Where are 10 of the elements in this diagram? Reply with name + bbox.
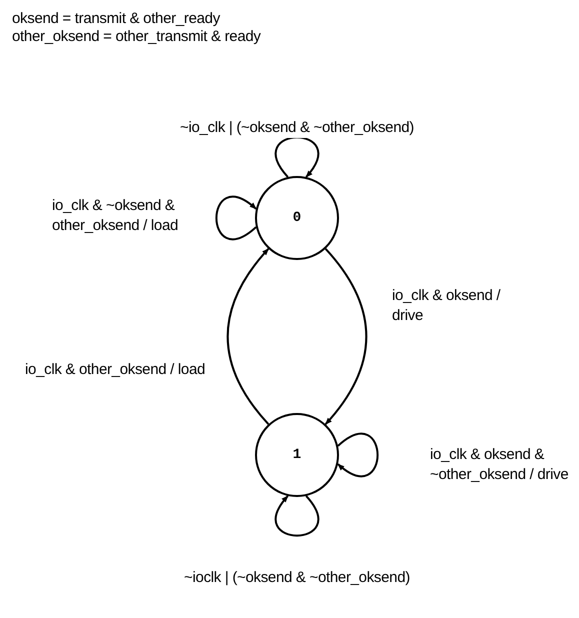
definition-note: oksend = transmit & other_ready xyxy=(12,10,220,28)
self-loop-arrow xyxy=(274,136,320,178)
transition-arrow xyxy=(324,248,368,425)
state-label: 1 xyxy=(292,447,302,463)
self-loop-arrow xyxy=(337,432,379,478)
self-loop-arrow xyxy=(274,495,320,537)
state-label: 0 xyxy=(292,210,302,226)
transition-arrow xyxy=(226,248,270,425)
definition-note: other_oksend = other_transmit & ready xyxy=(12,28,261,46)
self-loop-arrow xyxy=(215,196,257,240)
